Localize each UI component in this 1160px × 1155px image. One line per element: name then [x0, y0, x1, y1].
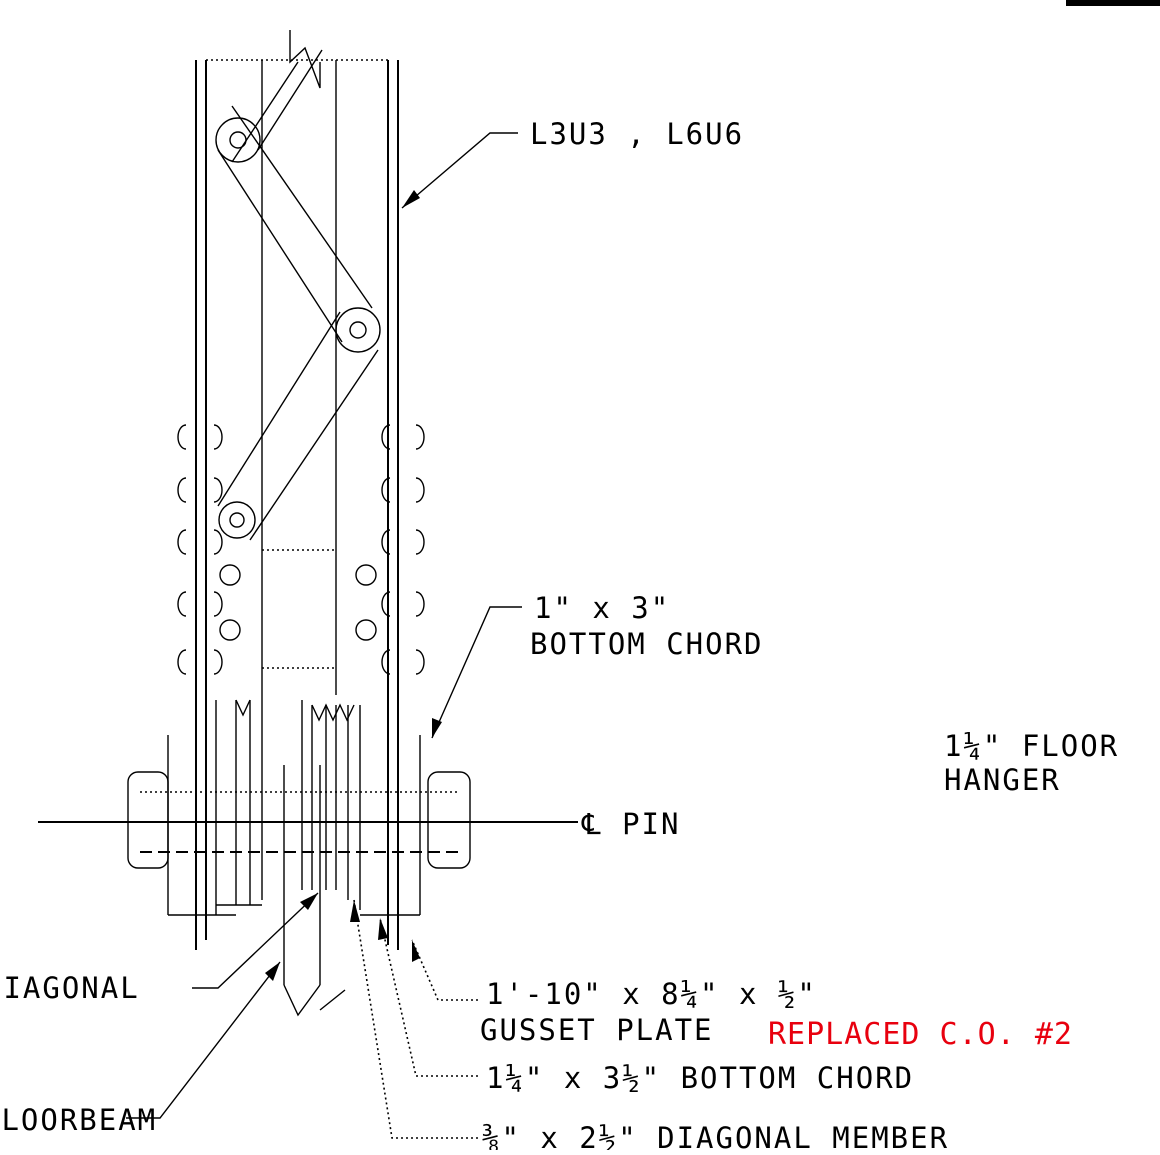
joint-bars	[127, 695, 471, 1017]
floor-hanger-label-line2: HANGER	[944, 763, 1061, 797]
floor-hanger-label-line1: 1¼" FLOOR	[944, 729, 1119, 763]
bottom-chord-bottom-label: 1¼" x 3½" BOTTOM CHORD	[486, 1061, 914, 1095]
bottom-chord-top-label-line1: 1" x 3"	[534, 591, 670, 625]
vertical-member	[195, 30, 399, 950]
member-id-label: L3U3 , L6U6	[530, 117, 744, 151]
diagonal-member-label: ⅜" x 2½" DIAGONAL MEMBER	[482, 1121, 949, 1150]
bottom-chord-top-label-line2: BOTTOM CHORD	[530, 627, 764, 661]
gusset-plate-label-line2: GUSSET PLATE	[480, 1013, 714, 1047]
floorbeam-label: FLOORBEAM	[0, 1103, 157, 1137]
rivet-row-right	[355, 424, 425, 675]
rivet-row-left	[177, 424, 241, 675]
diagonal-label: DIAGONAL	[0, 971, 140, 1005]
sheet-corner-mark	[1066, 0, 1160, 6]
lattice-bars	[215, 49, 381, 541]
revision-note: REPLACED C.O. #2	[768, 1017, 1073, 1052]
gusset-plate-label-line1: 1'-10" x 8¼" x ½"	[486, 977, 817, 1011]
pin-label: ℄ PIN	[581, 807, 680, 841]
leader-lines	[126, 132, 522, 1139]
